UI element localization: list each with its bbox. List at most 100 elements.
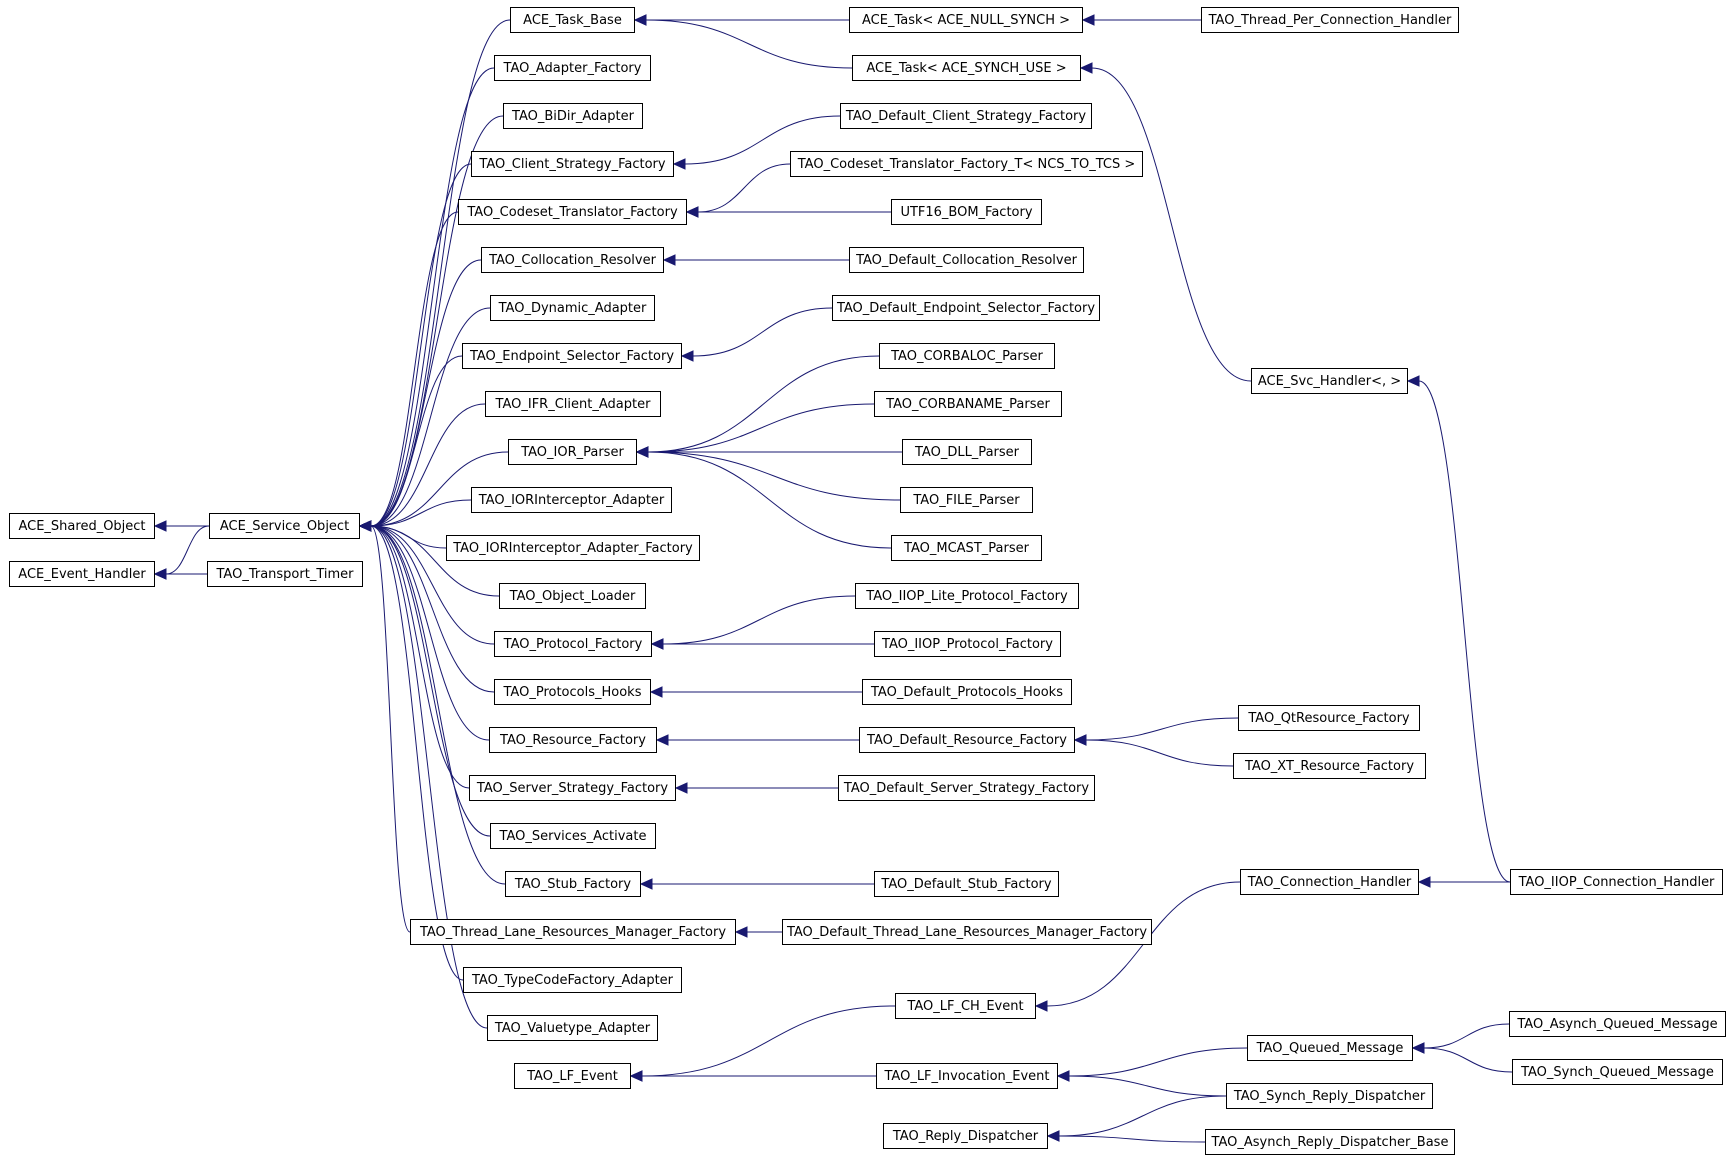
class-node-tao-queued-message[interactable]: TAO_Queued_Message [1247,1035,1413,1061]
class-node-tao-corbaname-parser[interactable]: TAO_CORBANAME_Parser [874,391,1062,417]
inheritance-edge [370,525,495,693]
inheritance-edge [370,525,495,645]
class-node-tao-reply-dispatcher[interactable]: TAO_Reply_Dispatcher [883,1123,1048,1149]
class-node-tao-lf-ch-event[interactable]: TAO_LF_CH_Event [895,993,1036,1019]
inheritance-arrowhead [1046,1130,1060,1142]
class-node-tao-protocol-factory[interactable]: TAO_Protocol_Factory [494,631,652,657]
class-node-tao-valuetype-adapter[interactable]: TAO_Valuetype_Adapter [487,1015,658,1041]
class-node-tao-adapter-factory[interactable]: TAO_Adapter_Factory [494,55,651,81]
class-node-tao-dll-parser[interactable]: TAO_DLL_Parser [902,439,1032,465]
inheritance-edge [1091,67,1252,382]
inheritance-edge [370,307,491,527]
class-node-tao-resource-factory[interactable]: TAO_Resource_Factory [489,727,657,753]
class-node-ace-task-synch-use[interactable]: ACE_Task< ACE_SYNCH_USE > [852,55,1081,81]
inheritance-edge [1068,1075,1227,1097]
class-node-tao-default-server-strategy-factory[interactable]: TAO_Default_Server_Strategy_Factory [838,775,1095,801]
class-node-ace-shared-object[interactable]: ACE_Shared_Object [9,513,155,539]
inheritance-edge [370,525,491,837]
class-node-ace-event-handler[interactable]: ACE_Event_Handler [9,561,155,587]
class-node-tao-corbaloc-parser[interactable]: TAO_CORBALOC_Parser [879,343,1055,369]
class-node-tao-thread-lane-resources-manager-factory[interactable]: TAO_Thread_Lane_Resources_Manager_Factor… [410,919,736,945]
class-node-tao-mcast-parser[interactable]: TAO_MCAST_Parser [891,535,1042,561]
class-node-tao-default-resource-factory[interactable]: TAO_Default_Resource_Factory [859,727,1075,753]
class-node-tao-default-client-strategy-factory[interactable]: TAO_Default_Client_Strategy_Factory [840,103,1092,129]
class-node-tao-iiop-connection-handler[interactable]: TAO_IIOP_Connection_Handler [1510,869,1723,895]
class-node-tao-bidir-adapter[interactable]: TAO_BiDir_Adapter [503,103,643,129]
class-node-tao-ifr-client-adapter[interactable]: TAO_IFR_Client_Adapter [485,391,661,417]
inheritance-edge [370,451,509,527]
class-node-tao-server-strategy-factory[interactable]: TAO_Server_Strategy_Factory [469,775,676,801]
class-node-ace-svc-handler[interactable]: ACE_Svc_Handler<, > [1251,368,1408,394]
class-node-tao-iorinterceptor-adapter[interactable]: TAO_IORInterceptor_Adapter [471,487,672,513]
class-node-utf16-bom-factory[interactable]: UTF16_BOM_Factory [891,199,1042,225]
inheritance-edge [647,451,892,549]
inheritance-edge [370,259,482,527]
class-node-ace-task-null-synch[interactable]: ACE_Task< ACE_NULL_SYNCH > [849,7,1083,33]
inheritance-edge [1085,717,1239,741]
class-node-tao-xt-resource-factory[interactable]: TAO_XT_Resource_Factory [1233,753,1426,779]
class-node-tao-thread-per-connection-handler[interactable]: TAO_Thread_Per_Connection_Handler [1201,7,1459,33]
class-node-tao-iiop-protocol-factory[interactable]: TAO_IIOP_Protocol_Factory [874,631,1061,657]
inheritance-edge [1423,1047,1513,1073]
inheritance-arrowhead [685,206,699,218]
inheritance-edge [370,525,500,597]
inheritance-arrowhead [1056,1070,1070,1082]
class-node-tao-codeset-translator-factory[interactable]: TAO_Codeset_Translator_Factory [458,199,687,225]
class-node-tao-default-stub-factory[interactable]: TAO_Default_Stub_Factory [874,871,1059,897]
class-node-tao-qtresource-factory[interactable]: TAO_QtResource_Factory [1238,705,1420,731]
class-node-tao-typecodefactory-adapter[interactable]: TAO_TypeCodeFactory_Adapter [463,967,682,993]
class-node-tao-ior-parser[interactable]: TAO_IOR_Parser [508,439,637,465]
class-node-ace-service-object[interactable]: ACE_Service_Object [209,513,360,539]
class-node-tao-default-protocols-hooks[interactable]: TAO_Default_Protocols_Hooks [862,679,1072,705]
class-node-tao-stub-factory[interactable]: TAO_Stub_Factory [505,871,641,897]
inheritance-edge [1068,1047,1248,1077]
class-node-tao-services-activate[interactable]: TAO_Services_Activate [490,823,656,849]
inheritance-arrowhead [1406,375,1420,387]
class-node-tao-object-loader[interactable]: TAO_Object_Loader [499,583,646,609]
class-node-tao-default-thread-lane-resources-manager-factory[interactable]: TAO_Default_Thread_Lane_Resources_Manage… [782,919,1152,945]
inheritance-edge [165,525,210,575]
class-node-tao-asynch-queued-message[interactable]: TAO_Asynch_Queued_Message [1509,1011,1726,1037]
inheritance-arrowhead [358,520,372,532]
inheritance-arrowhead [734,926,748,938]
inheritance-edge [697,163,791,213]
class-node-tao-collocation-resolver[interactable]: TAO_Collocation_Resolver [481,247,664,273]
class-node-tao-synch-queued-message[interactable]: TAO_Synch_Queued_Message [1512,1059,1723,1085]
class-node-tao-endpoint-selector-factory[interactable]: TAO_Endpoint_Selector_Factory [462,343,682,369]
inheritance-arrowhead [1079,62,1093,74]
class-node-tao-iorinterceptor-adapter-factory[interactable]: TAO_IORInterceptor_Adapter_Factory [446,535,700,561]
inheritance-arrowhead [1411,1042,1425,1054]
class-node-tao-iiop-lite-protocol-factory[interactable]: TAO_IIOP_Lite_Protocol_Factory [855,583,1079,609]
inheritance-arrowhead [662,254,676,266]
class-node-tao-protocols-hooks[interactable]: TAO_Protocols_Hooks [494,679,651,705]
class-node-tao-transport-timer[interactable]: TAO_Transport_Timer [207,561,363,587]
inheritance-edge [370,525,490,741]
inheritance-edge [370,499,472,527]
class-node-tao-default-endpoint-selector-factory[interactable]: TAO_Default_Endpoint_Selector_Factory [832,295,1100,321]
inheritance-edge [662,595,856,645]
inheritance-edge [1058,1095,1227,1137]
inheritance-arrowhead [649,686,663,698]
inheritance-arrowhead [655,734,669,746]
inheritance-arrowhead [680,350,694,362]
inheritance-edge [647,403,875,453]
class-node-ace-task-base[interactable]: ACE_Task_Base [510,7,635,33]
class-node-tao-lf-invocation-event[interactable]: TAO_LF_Invocation_Event [876,1063,1058,1089]
class-node-tao-file-parser[interactable]: TAO_FILE_Parser [900,487,1033,513]
class-node-tao-synch-reply-dispatcher[interactable]: TAO_Synch_Reply_Dispatcher [1226,1083,1433,1109]
class-node-tao-dynamic-adapter[interactable]: TAO_Dynamic_Adapter [490,295,655,321]
class-node-tao-connection-handler[interactable]: TAO_Connection_Handler [1240,869,1419,895]
inheritance-edge [641,1005,896,1077]
inheritance-edge [370,525,411,933]
inheritance-edge [370,163,472,527]
inheritance-arrowhead [1417,876,1431,888]
class-node-tao-lf-event[interactable]: TAO_LF_Event [514,1063,631,1089]
class-node-tao-codeset-translator-factory-t[interactable]: TAO_Codeset_Translator_Factory_T< NCS_TO… [790,151,1143,177]
inheritance-arrowhead [629,1070,643,1082]
inheritance-arrowhead [672,158,686,170]
class-node-tao-asynch-reply-dispatcher-base[interactable]: TAO_Asynch_Reply_Dispatcher_Base [1205,1129,1455,1155]
inheritance-arrowhead [650,638,664,650]
class-node-tao-default-collocation-resolver[interactable]: TAO_Default_Collocation_Resolver [849,247,1084,273]
class-node-tao-client-strategy-factory[interactable]: TAO_Client_Strategy_Factory [471,151,674,177]
